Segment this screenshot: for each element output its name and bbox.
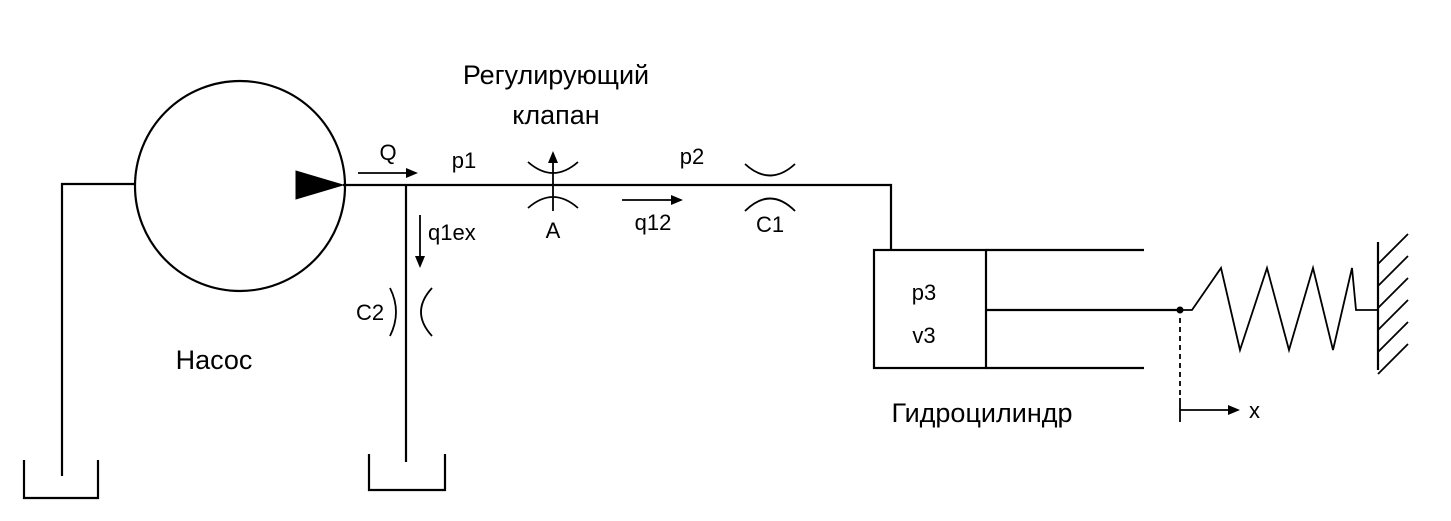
label-pump: Насос bbox=[176, 345, 253, 375]
label-orifice-c1: C1 bbox=[756, 212, 784, 237]
spring-icon bbox=[1180, 264, 1378, 354]
label-displacement-x: x bbox=[1249, 398, 1260, 423]
label-pressure-p1: p1 bbox=[452, 148, 476, 173]
label-flow-q1ex: q1ex bbox=[428, 220, 476, 245]
flow-q-arrow-icon bbox=[358, 168, 418, 178]
drain-tank bbox=[367, 454, 447, 492]
valve-title-line2: клапан bbox=[512, 100, 599, 130]
label-volume-v3: v3 bbox=[912, 323, 935, 348]
orifice-c1-icon bbox=[744, 163, 796, 212]
flow-q12-arrow-icon bbox=[622, 195, 683, 205]
label-orifice-c2: C2 bbox=[356, 300, 384, 325]
pressure-line bbox=[343, 183, 893, 250]
label-flow-q12: q12 bbox=[635, 210, 672, 235]
fixed-wall-icon bbox=[1376, 233, 1409, 375]
pump bbox=[133, 79, 347, 293]
suction-line bbox=[60, 182, 135, 476]
pump-tank bbox=[22, 460, 100, 500]
displacement-x-indicator bbox=[1179, 318, 1240, 422]
orifice-c2-icon bbox=[389, 287, 433, 337]
label-flow-q: Q bbox=[379, 140, 396, 165]
label-cylinder: Гидроцилиндр bbox=[891, 398, 1072, 428]
hydraulic-cylinder bbox=[872, 248, 1184, 370]
regulating-valve-icon bbox=[527, 151, 579, 211]
label-pressure-p3: p3 bbox=[912, 280, 936, 305]
label-valve-area: A bbox=[546, 218, 561, 243]
pump-direction-triangle-icon bbox=[295, 170, 345, 200]
label-pressure-p2: p2 bbox=[680, 144, 704, 169]
flow-q1ex-arrow-icon bbox=[415, 215, 425, 268]
valve-title-line1: Регулирующий bbox=[463, 60, 649, 90]
